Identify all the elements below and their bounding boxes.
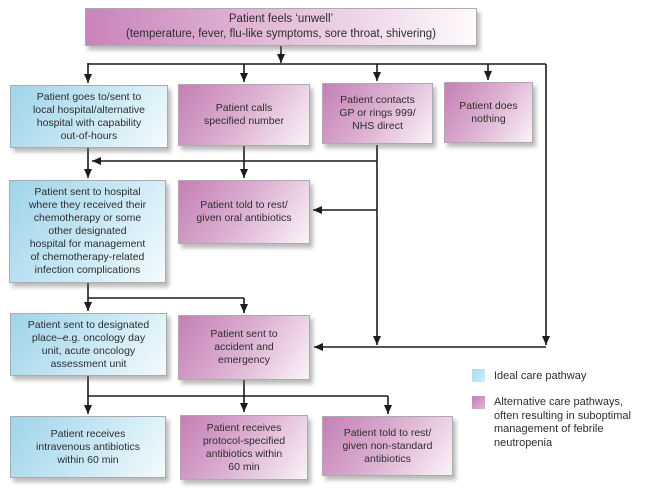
- node-contacts-gp: Patient contacts GP or rings 999/ NHS di…: [322, 83, 433, 144]
- node-accident-emergency: Patient sent to accident and emergency: [178, 315, 310, 380]
- node-calls-specified-number: Patient calls specified number: [178, 84, 310, 146]
- node-does-nothing: Patient does nothing: [444, 82, 533, 143]
- legend-alternative-swatch: [472, 396, 485, 409]
- legend-alternative-label: Alternative care pathways, often resulti…: [494, 396, 631, 449]
- node-protocol-antibiotics: Patient receives protocol-specified anti…: [180, 415, 308, 480]
- node-non-standard-antibiotics: Patient told to rest/ given non-standard…: [322, 416, 453, 476]
- node-iv-antibiotics: Patient receives intravenous antibiotics…: [10, 416, 166, 478]
- legend-ideal-label: Ideal care pathway: [494, 370, 587, 382]
- node-local-hospital: Patient goes to/sent to local hospital/a…: [10, 85, 168, 148]
- legend-ideal-swatch: [472, 369, 485, 382]
- node-rest-oral-antibiotics: Patient told to rest/ given oral antibio…: [178, 180, 310, 244]
- node-designated-place: Patient sent to designated place–e.g. on…: [10, 313, 167, 376]
- node-patient-feels-unwell: Patient feels ‘unwell’ (temperature, fev…: [85, 8, 477, 46]
- node-chemo-designated-hospital: Patient sent to hospital where they rece…: [9, 180, 166, 283]
